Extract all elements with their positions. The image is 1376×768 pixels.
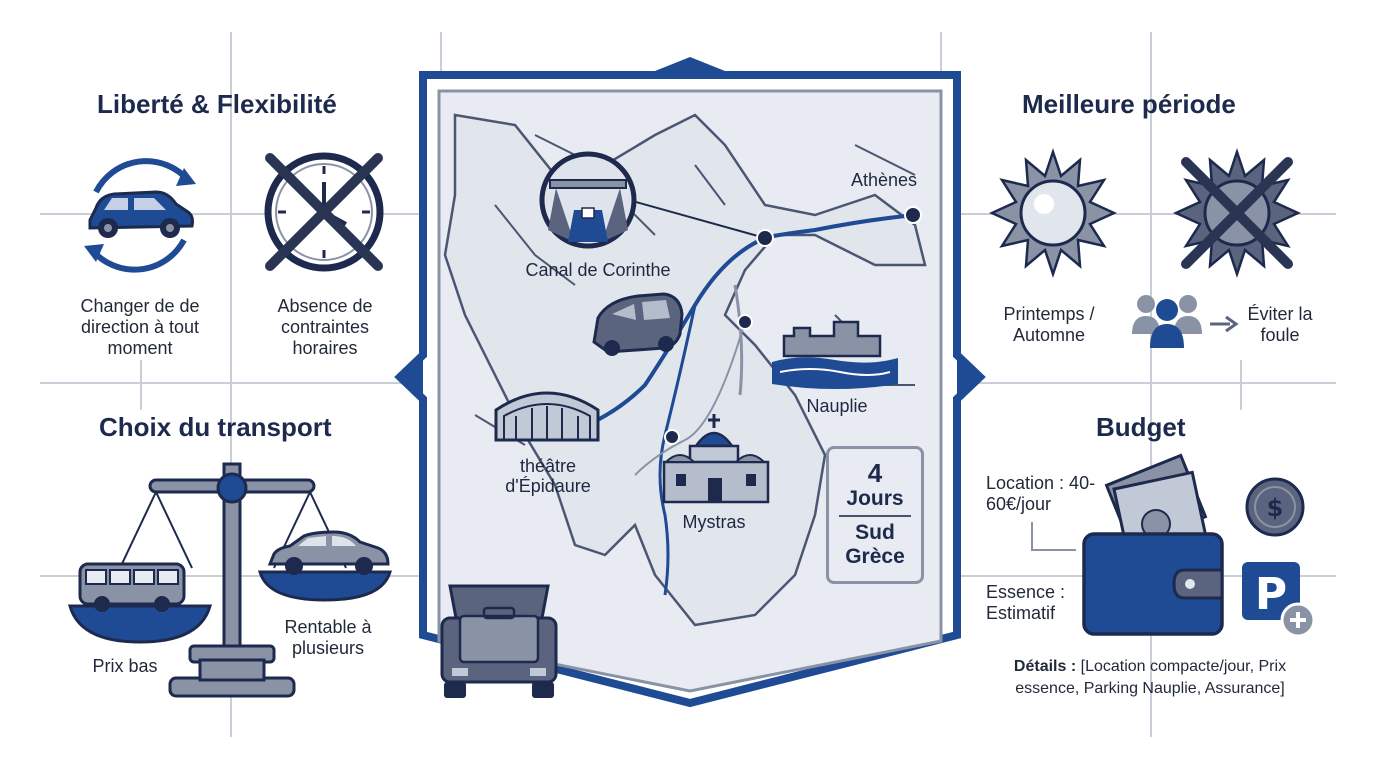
budget-details-text: [Location compacte/jour, Prix essence, P… [1015,658,1287,697]
crossed-sun-icon [1172,148,1302,278]
badge-days: 4 [867,458,883,488]
grid-line [940,32,942,72]
grid-line [1240,360,1242,410]
budget-fuel-label: Essence : Estimatif [986,582,1066,623]
period-item2-label: Éviter la foule [1247,304,1313,345]
map-label-athens: Athènes [850,170,918,190]
badge-region1: Sud [855,521,895,544]
grid-line [960,213,1336,215]
grid-line [975,382,1336,384]
map-label-nafplio: Nauplie [806,396,868,416]
fortress-icon [772,320,898,389]
map-label-corinth: Canal de Corinthe [525,260,671,280]
budget-title: Budget [1096,412,1186,442]
map-label-mystras: Mystras [682,512,746,532]
badge-divider [839,515,911,517]
map-car-icon [592,292,684,356]
transport-item2-label: Rentable à plusieurs [284,617,372,658]
budget-location-label: Location : 40-60€/jour [986,473,1096,514]
dollar-coin-icon: $ [1245,477,1305,537]
bridge-icon [539,151,637,249]
parking-icon: P [1242,562,1316,638]
bus-icon [78,562,186,612]
connector-line [1031,522,1076,551]
grid-line [140,360,142,410]
badge-days-unit: Jours [846,487,904,510]
transport-item1-label: Prix bas [92,656,158,676]
map-label-epidaurus: théâtre d'Épidaure [505,456,591,496]
transport-title: Choix du transport [99,412,332,442]
balance-scale-icon [68,462,392,698]
church-icon [662,414,770,504]
svg-text:P: P [1255,569,1287,620]
budget-details-label: Détails : [1013,658,1077,675]
crossed-clock-icon [264,152,384,272]
trip-badge: 4 Jours Sud Grèce [826,446,924,584]
wallet-icon [1082,453,1224,636]
car-trunk-icon [440,584,558,698]
car-icon [267,530,390,575]
freedom-title: Liberté & Flexibilité [97,89,337,119]
grid-line [230,32,232,737]
budget-details: Détails : [Location compacte/jour, Prix … [980,656,1320,700]
badge-region2: Grèce [845,545,905,568]
freedom-item2-label: Absence de contraintes horaires [277,296,373,358]
freedom-item1-label: Changer de de direction à tout moment [80,296,200,358]
grid-line [1150,32,1152,737]
grid-line [440,32,442,72]
crowd-icon [1132,295,1239,348]
sun-icon [988,148,1118,278]
grid-line [40,213,440,215]
svg-text:$: $ [1267,494,1284,522]
period-title: Meilleure période [1022,89,1236,119]
period-item1-label: Printemps / Automne [1003,304,1095,345]
car-cycle-icon [84,158,196,273]
theatre-icon [494,391,600,442]
